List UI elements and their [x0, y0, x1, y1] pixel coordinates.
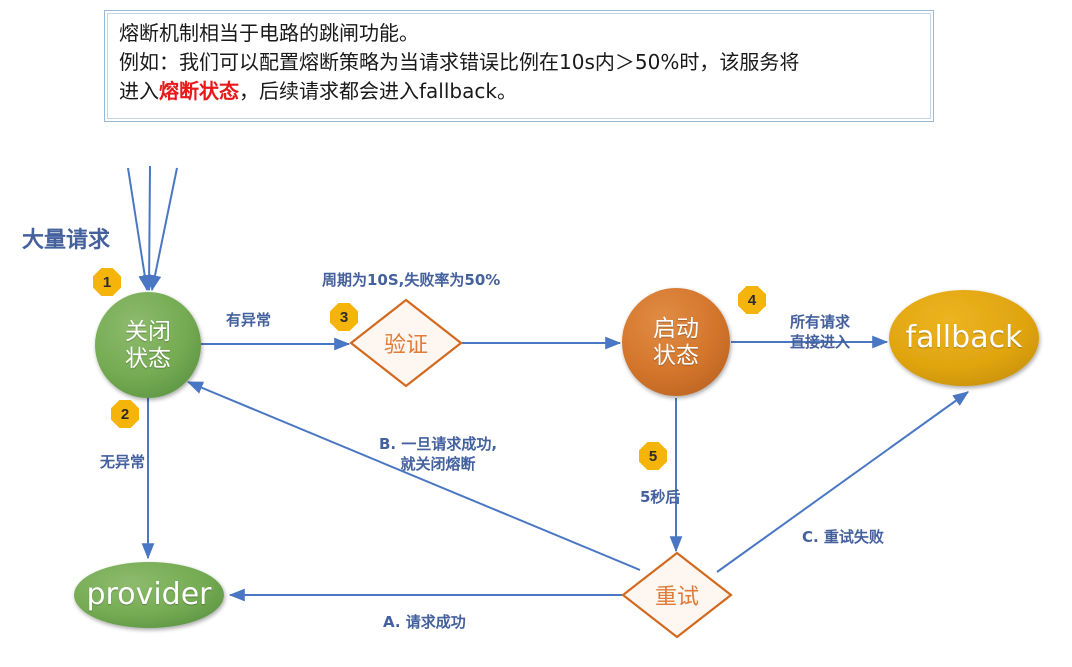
badge-2[interactable]: 2 — [111, 400, 139, 428]
node-provider-shape[interactable] — [74, 562, 224, 628]
badge-5[interactable]: 5 — [639, 442, 667, 470]
edge-retry-to-fallback — [716, 391, 969, 573]
badge-3[interactable]: 3 — [330, 303, 358, 331]
label-incoming-requests: 大量请求 — [22, 228, 111, 253]
edge-incoming-left — [127, 167, 152, 292]
note-line-3-prefix: 进入 — [119, 79, 159, 103]
node-open-state-shape[interactable] — [622, 288, 730, 396]
node-retry-shape[interactable] — [621, 551, 733, 639]
note-line-3: 进入熔断状态，后续请求都会进入fallback。 — [119, 77, 921, 106]
edge-retry-to-closed — [186, 381, 641, 571]
edge-incoming-center — [142, 165, 156, 292]
note-highlight-fuse-state: 熔断状态 — [159, 79, 239, 103]
note-box: 熔断机制相当于电路的跳闸功能。 例如：我们可以配置熔断策略为当请求错误比例在10… — [104, 10, 934, 122]
edge-incoming-right — [148, 167, 178, 292]
node-verify-shape[interactable] — [349, 298, 463, 388]
badge-4[interactable]: 4 — [738, 286, 766, 314]
node-fallback-shape[interactable] — [889, 290, 1039, 386]
note-line-2: 例如：我们可以配置熔断策略为当请求错误比例在10s内＞50%时，该服务将 — [119, 50, 800, 74]
note-line-1: 熔断机制相当于电路的跳闸功能。 — [119, 21, 419, 45]
badge-1[interactable]: 1 — [93, 268, 121, 296]
node-closed-state-shape[interactable] — [95, 292, 201, 398]
note-line-3-suffix: ，后续请求都会进入fallback。 — [239, 79, 517, 103]
